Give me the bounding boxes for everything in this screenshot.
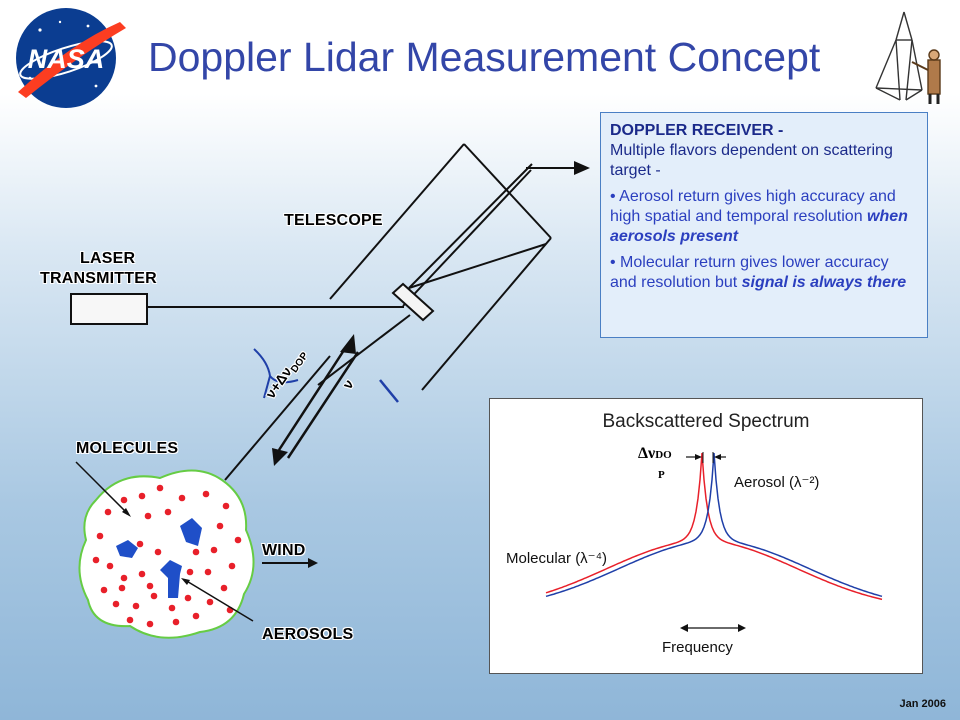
rocket-figure-icon (875, 11, 941, 104)
aerosol-curve-label: Aerosol (λ⁻²) (734, 474, 820, 491)
molecules-pointer (75, 461, 128, 514)
backscattered-spectrum-panel: Backscattered Spectrum ΔνDO P Aerosol (λ… (489, 398, 923, 674)
receiver-arrow-icon (574, 161, 590, 175)
footer-date: Jan 2006 (899, 698, 946, 710)
arrow-down-icon (272, 448, 288, 466)
telescope-label: TELESCOPE (284, 212, 383, 229)
laser-label: LASER (80, 250, 136, 267)
receiver-bullet-molecular: • Molecular return gives lower accuracy … (610, 254, 907, 291)
transmitted-spectrum-icon (379, 379, 399, 403)
nasa-logo: NASA (16, 8, 126, 108)
telescope-drawing (317, 143, 576, 391)
transmitter-label: TRANSMITTER (40, 270, 157, 287)
beam-to-target-line (224, 355, 331, 481)
aerosols-pointer (184, 579, 254, 622)
page-title: Doppler Lidar Measurement Concept (148, 34, 821, 80)
molecules-label: MOLECULES (76, 440, 179, 457)
wind-label: WIND (262, 542, 306, 559)
svg-text:NASA: NASA (28, 44, 105, 74)
doppler-shift-label: ΔνDO (638, 445, 672, 462)
receiver-subheading: Multiple flavors dependent on scattering… (610, 142, 893, 179)
aerosols-label: AEROSOLS (262, 626, 354, 643)
aerosol-blobs (116, 518, 202, 598)
doppler-shift-label-p: P (658, 469, 665, 481)
laser-transmitter-box (70, 293, 148, 325)
aerosol-spectrum-curve (545, 452, 883, 598)
molecule-dots (92, 484, 242, 628)
molecular-spectrum-curve (545, 452, 883, 601)
doppler-receiver-box: DOPPLER RECEIVER - Multiple flavors depe… (600, 112, 928, 338)
spectrum-title: Backscattered Spectrum (602, 411, 810, 432)
molecular-curve-label: Molecular (λ⁻⁴) (506, 550, 608, 567)
spectrum-plot (545, 452, 883, 632)
receiver-bullet-aerosol: • Aerosol return gives high accuracy and… (610, 188, 908, 245)
frequency-axis-label: Frequency (662, 639, 733, 656)
arrow-up-icon (340, 334, 356, 354)
beam-double-arrow (277, 343, 360, 459)
receiver-heading: DOPPLER RECEIVER - (610, 122, 784, 139)
scattering-cloud (78, 469, 255, 639)
